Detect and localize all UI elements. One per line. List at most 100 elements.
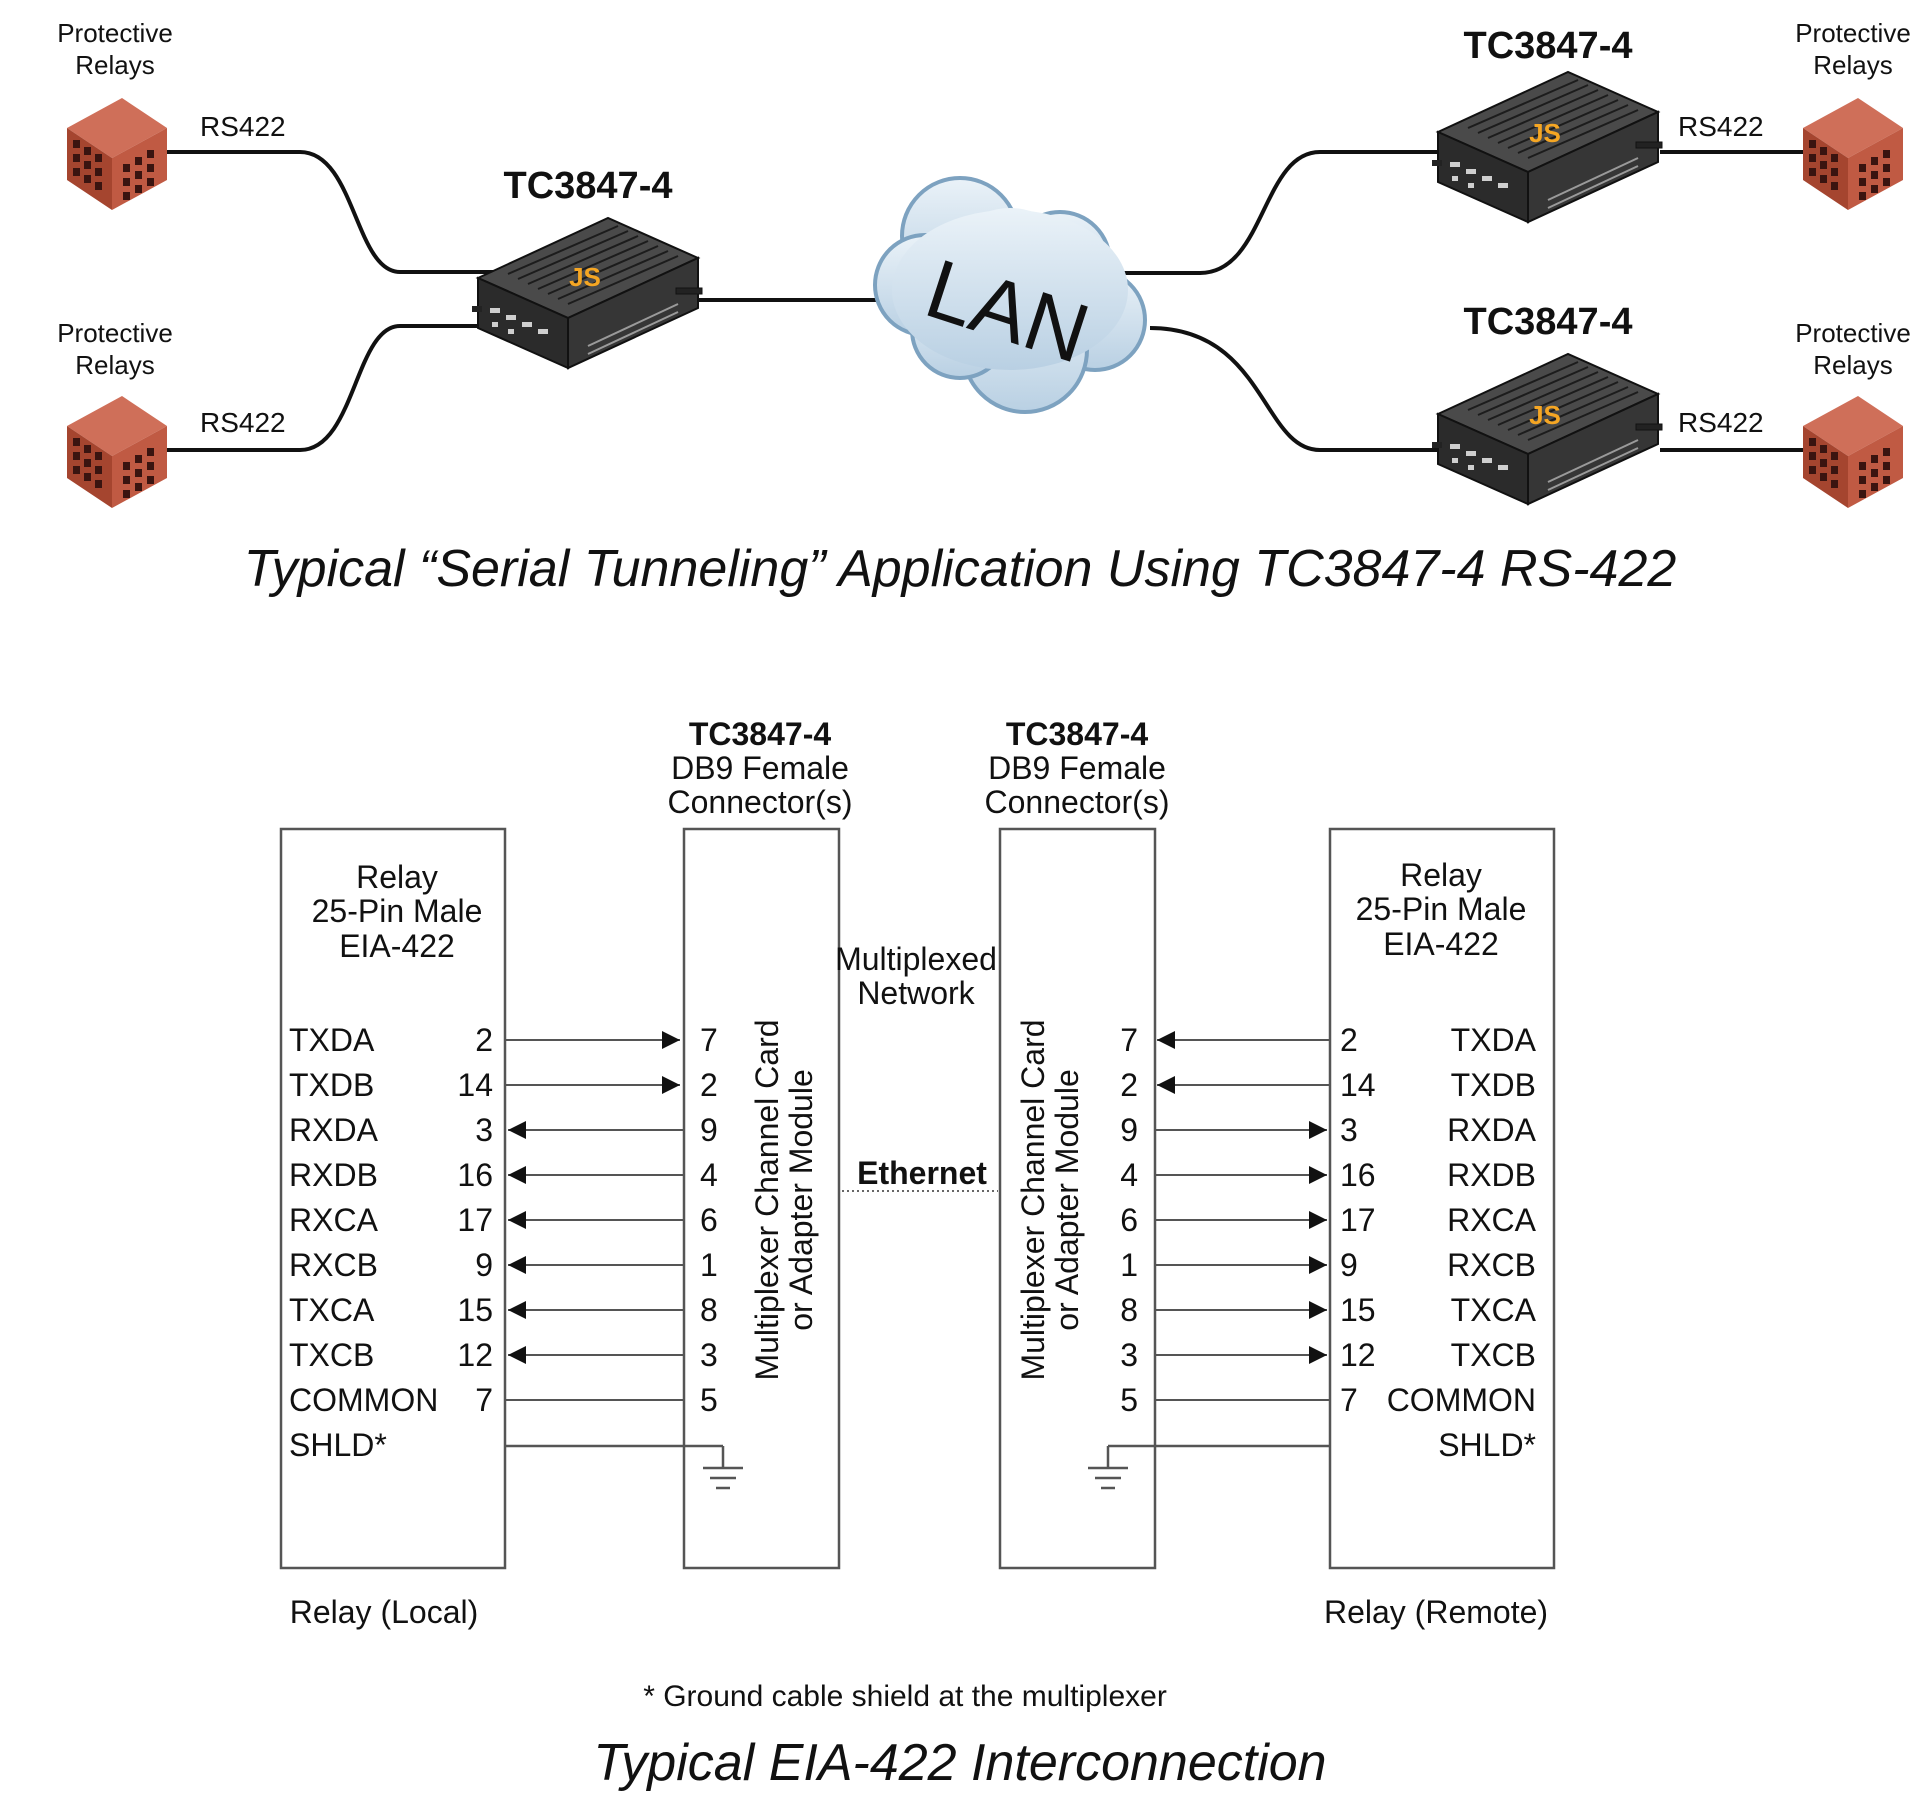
- protective-relay-icon: [1803, 98, 1903, 210]
- db9-pin: 5: [700, 1382, 718, 1418]
- relay-label: Relays: [75, 50, 154, 80]
- relay-pin: 15: [457, 1292, 493, 1328]
- relay-pin: 12: [1340, 1337, 1376, 1373]
- footnote: * Ground cable shield at the multiplexer: [643, 1680, 1167, 1713]
- protective-relay-icon: [1803, 396, 1903, 508]
- lan-cloud-icon: LAN: [873, 176, 1147, 414]
- db9-pin: 7: [1120, 1022, 1138, 1058]
- relay-pin: 9: [1340, 1247, 1358, 1283]
- remote-relay-box: [1328, 827, 1556, 1570]
- signal-name: RXDB: [1447, 1157, 1536, 1193]
- multiplexed-network-label: Multiplexed: [835, 941, 997, 977]
- signal-row: RXDA 3 9: [1120, 1112, 1536, 1148]
- relay-pin: 7: [475, 1382, 493, 1418]
- rs422-label: RS422: [200, 407, 286, 438]
- ground-icon: [505, 1444, 743, 1490]
- ground-icon: [1088, 1444, 1330, 1490]
- relay-pin: 2: [1340, 1022, 1358, 1058]
- device-label: TC3847-4: [504, 165, 673, 207]
- db9-pin: 1: [700, 1247, 718, 1283]
- relay-pin: 14: [457, 1067, 493, 1103]
- relay-pin: 15: [1340, 1292, 1376, 1328]
- svg-text:JS: JS: [569, 262, 601, 292]
- device-label: TC3847-4: [1464, 25, 1633, 67]
- signal-name: RXDA: [1447, 1112, 1537, 1148]
- tc3847-device-icon: JS: [1431, 71, 1663, 223]
- signal-name: COMMON: [1387, 1382, 1536, 1418]
- db9-pin: 2: [700, 1067, 718, 1103]
- signal-name: SHLD*: [1438, 1427, 1536, 1463]
- remote-signal-rows: TXDA27TXDB142RXDA39RXDB164RXCA176RXCB91T…: [1120, 1022, 1536, 1463]
- db9-pin: 9: [1120, 1112, 1138, 1148]
- lan-cable: [1149, 326, 1440, 452]
- relay-remote-label: Relay (Remote): [1324, 1594, 1548, 1630]
- top-caption: Typical “Serial Tunneling” Application U…: [244, 540, 1677, 598]
- multiplexed-network-label: Network: [857, 975, 975, 1011]
- db9-pin: 4: [700, 1157, 718, 1193]
- relay-label: Relays: [75, 350, 154, 380]
- bottom-caption: Typical EIA-422 Interconnection: [593, 1734, 1326, 1792]
- lan-cable: [1120, 150, 1440, 275]
- db9-pin: 4: [1120, 1157, 1138, 1193]
- ethernet-label: Ethernet: [857, 1155, 987, 1191]
- relay-pin: 17: [457, 1202, 493, 1238]
- tc3847-device-icon: JS: [471, 217, 703, 369]
- relay-label: Protective: [1795, 18, 1911, 48]
- signal-name: TXCB: [289, 1337, 374, 1373]
- relay-label: Protective: [1795, 318, 1911, 348]
- svg-text:JS: JS: [1529, 118, 1561, 148]
- connector-title: TC3847-4: [1006, 716, 1149, 752]
- db9-pin: 1: [1120, 1247, 1138, 1283]
- signal-name: RXCA: [1447, 1202, 1537, 1238]
- signal-row: TXCB 12 3: [1120, 1337, 1536, 1373]
- db9-pin: 8: [700, 1292, 718, 1328]
- module-label: or Adapter Module: [1049, 1069, 1085, 1331]
- protective-relay-icon: [67, 98, 167, 210]
- rs422-label: RS422: [1678, 407, 1764, 438]
- rs422-cable: [165, 150, 500, 274]
- local-relay-box: [279, 827, 507, 1570]
- relay-box-title: 25-Pin Male: [312, 893, 483, 929]
- relay-box-title: Relay: [356, 859, 438, 895]
- connector-boxes: [279, 827, 1556, 1570]
- rs422-label: RS422: [200, 111, 286, 142]
- relay-local-label: Relay (Local): [290, 1594, 479, 1630]
- signal-name: TXDA: [289, 1022, 375, 1058]
- db9-pin: 2: [1120, 1067, 1138, 1103]
- connector-title: TC3847-4: [689, 716, 832, 752]
- relay-pin: 14: [1340, 1067, 1376, 1103]
- db9-pin: 3: [1120, 1337, 1138, 1373]
- protective-relay-icon: [67, 396, 167, 508]
- signal-name: RXCB: [1447, 1247, 1536, 1283]
- rs422-cable: [165, 324, 480, 452]
- relay-box-title: Relay: [1400, 857, 1482, 893]
- signal-name: COMMON: [289, 1382, 438, 1418]
- module-label: or Adapter Module: [783, 1069, 819, 1331]
- relay-box-title: EIA-422: [1383, 926, 1499, 962]
- connector-title: DB9 Female: [671, 750, 849, 786]
- signal-row: TXDA 2 7: [1120, 1022, 1536, 1058]
- module-label: Multiplexer Channel Card: [749, 1019, 785, 1380]
- db9-pin: 7: [700, 1022, 718, 1058]
- relay-pin: 3: [1340, 1112, 1358, 1148]
- relay-label: Protective: [57, 18, 173, 48]
- relay-label: Protective: [57, 318, 173, 348]
- signal-name: TXDA: [1451, 1022, 1537, 1058]
- signal-name: RXDA: [289, 1112, 379, 1148]
- local-module-box: [682, 827, 841, 1570]
- db9-pin: 3: [700, 1337, 718, 1373]
- relay-pin: 17: [1340, 1202, 1376, 1238]
- db9-pin: 5: [1120, 1382, 1138, 1418]
- relay-label: Relays: [1813, 350, 1892, 380]
- signal-name: TXCB: [1451, 1337, 1536, 1373]
